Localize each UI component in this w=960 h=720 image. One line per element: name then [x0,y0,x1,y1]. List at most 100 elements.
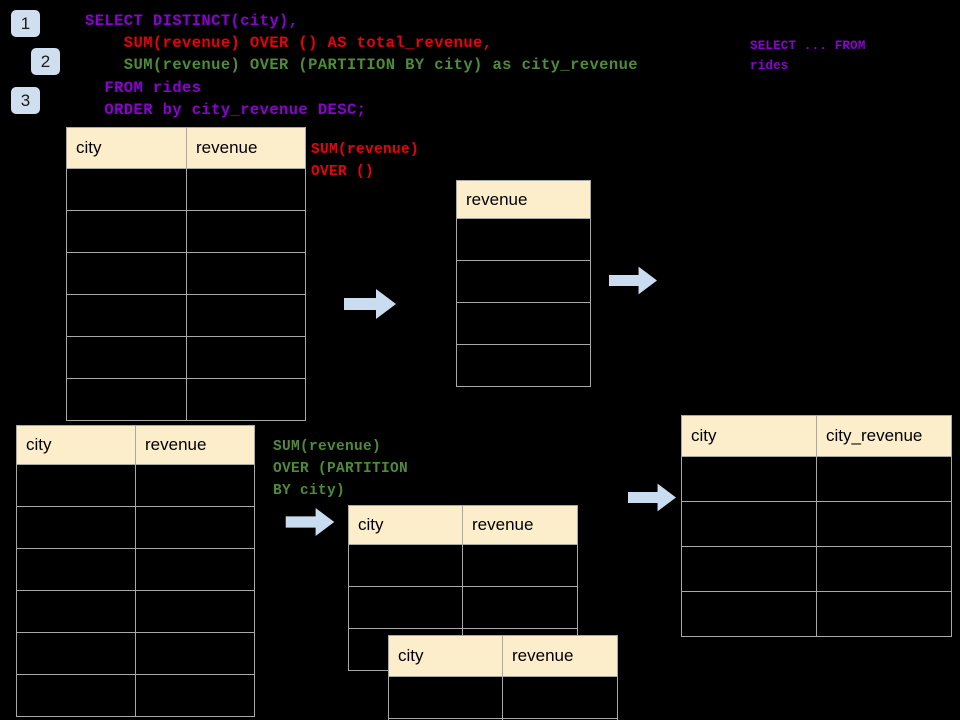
cell-revenue [135,632,255,675]
table-row [16,506,255,549]
annotation-select-from-rides: SELECT ... FROM rides [750,39,866,73]
arrow-partition-to-result-icon [628,483,676,512]
table-row [16,464,255,507]
table-row [66,168,306,211]
column-header-city: city [66,127,187,169]
table-row [681,501,952,547]
cell-city-revenue [816,456,952,502]
column-header-revenue: revenue [186,127,306,169]
table-row [388,676,618,719]
table-row [681,546,952,592]
table-row [456,344,591,387]
cell-revenue [135,674,255,717]
cell-city [16,506,136,549]
cell-city [388,676,503,719]
table-row [348,544,578,587]
cell-revenue [186,168,306,211]
cell-revenue [502,718,618,720]
cell-revenue [186,336,306,379]
cell-revenue [456,260,591,303]
column-header-revenue: revenue [456,180,591,219]
cell-city [681,456,817,502]
annotation-sum-over-partition: SUM(revenue) OVER (PARTITION BY city) [273,439,409,499]
cell-city-revenue [816,501,952,547]
cell-city [348,586,463,629]
sql-line-order-by: ORDER by city_revenue DESC; [85,101,367,119]
partition-group-table-front: city revenue [388,635,618,720]
cell-city [16,590,136,633]
cell-city [66,294,187,337]
column-header-city-revenue: city_revenue [816,415,952,457]
step-badge-3: 3 [11,87,40,114]
cell-city [66,210,187,253]
cell-revenue [135,548,255,591]
column-header-revenue: revenue [135,425,255,465]
table-header-row: revenue [456,180,591,219]
sql-line-city-revenue: SUM(revenue) OVER (PARTITION BY city) as… [85,56,638,74]
column-header-revenue: revenue [462,505,578,545]
total-revenue-table: revenue [456,180,591,387]
table-header-row: city revenue [66,127,306,169]
table-row [66,336,306,379]
table-header-row: city city_revenue [681,415,952,457]
annotation-sum-over-empty: SUM(revenue) OVER () [311,142,420,180]
table-row [16,590,255,633]
rides-source-table-bottom: city revenue [16,425,255,717]
cell-revenue [186,378,306,421]
cell-city-revenue [816,591,952,637]
table-row [66,252,306,295]
cell-city [681,591,817,637]
cell-revenue [456,218,591,261]
arrow-source-to-partition-icon [285,508,335,536]
cell-revenue [135,590,255,633]
sql-line-from: FROM rides [85,79,202,97]
cell-revenue [462,544,578,587]
table-row [16,674,255,717]
column-header-city: city [16,425,136,465]
city-revenue-result-table: city city_revenue [681,415,952,637]
column-header-city: city [348,505,463,545]
cell-city-revenue [816,546,952,592]
table-row [681,456,952,502]
cell-city [66,168,187,211]
table-row [456,218,591,261]
cell-city [348,544,463,587]
cell-revenue [135,464,255,507]
table-row [16,632,255,675]
cell-city [16,632,136,675]
cell-revenue [135,506,255,549]
column-header-city: city [388,635,503,677]
cell-revenue [186,294,306,337]
cell-revenue [186,252,306,295]
table-row [348,586,578,629]
table-row [16,548,255,591]
column-header-revenue: revenue [502,635,618,677]
cell-city [16,464,136,507]
cell-revenue [456,302,591,345]
cell-revenue [456,344,591,387]
cell-revenue [462,586,578,629]
table-row [66,378,306,421]
sql-line-total-revenue: SUM(revenue) OVER () AS total_revenue, [85,34,493,52]
cell-city [66,336,187,379]
cell-city [66,252,187,295]
table-row [456,302,591,345]
cell-city [681,546,817,592]
cell-city [681,501,817,547]
arrow-source-to-total-icon [344,289,396,319]
sql-line-select: SELECT DISTINCT(city), [85,12,299,30]
cell-revenue [502,676,618,719]
table-row [681,591,952,637]
cell-city [66,378,187,421]
table-row [66,294,306,337]
step-badge-1: 1 [11,10,40,37]
rides-source-table-top: city revenue [66,127,306,421]
arrow-total-to-result-icon [609,266,657,295]
table-row [66,210,306,253]
cell-revenue [186,210,306,253]
table-row [456,260,591,303]
cell-city [16,674,136,717]
column-header-city: city [681,415,817,457]
table-row [388,718,618,720]
